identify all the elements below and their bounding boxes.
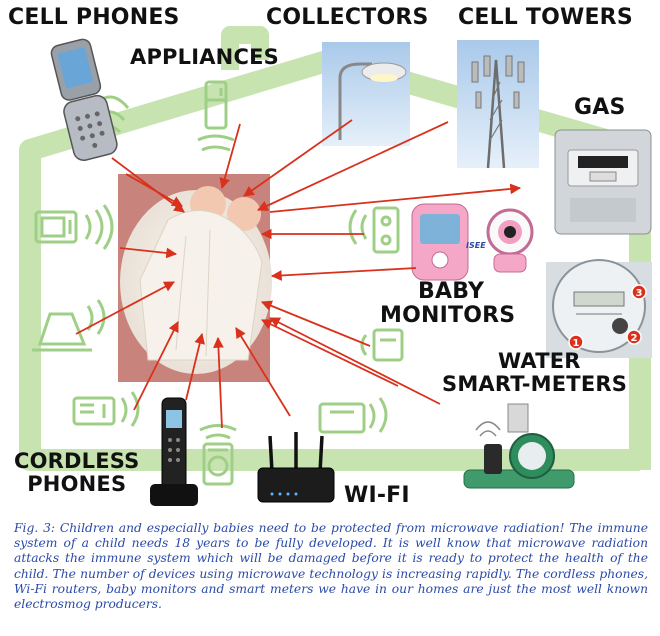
electric-smart-meter-image: 3 2 1 — [546, 259, 652, 358]
meter-marker-3-label: 3 — [636, 288, 643, 299]
label-cell-towers: CELL TOWERS — [458, 5, 633, 30]
water-smart-meter-image — [463, 403, 575, 489]
fridge-icon — [204, 80, 228, 130]
meter-marker-1-label: 1 — [573, 338, 580, 349]
meter-marker-1 — [568, 334, 584, 350]
label-wifi: WI-FI — [344, 483, 410, 508]
label-collectors: COLLECTORS — [266, 5, 429, 30]
meter-marker-2-label: 2 — [631, 333, 638, 344]
washer-icon — [202, 442, 234, 486]
laptop-icon — [32, 312, 92, 352]
figure-caption: Fig. 3: Children and especially babies n… — [14, 521, 648, 612]
baby-monitor-image: ISEE — [411, 203, 534, 281]
collector-image — [322, 42, 410, 146]
monitor-brand-text: ISEE — [466, 241, 486, 250]
cordless-phone-image — [150, 397, 198, 506]
cell-phone-image — [50, 38, 118, 162]
diagram: 3 2 1 ISEE — [8, 5, 652, 508]
meter-marker-3 — [631, 284, 647, 300]
diagram-canvas: 3 2 1 ISEE — [19, 26, 652, 506]
label-water-smart-meters: WATER SMART-METERS — [442, 349, 628, 397]
signal-waves-icon — [368, 397, 388, 433]
label-cell-phones: CELL PHONES — [8, 5, 180, 30]
signal-waves-icon — [84, 204, 114, 250]
wifi-router-image — [257, 432, 335, 503]
label-baby-monitors-line2: MONITORS — [380, 303, 516, 329]
label-cordless-line1: CORDLESS — [14, 449, 140, 473]
gas-meter-image — [554, 129, 652, 235]
signal-waves-icon — [348, 209, 368, 245]
label-cordless-line2: PHONES — [27, 472, 127, 497]
signal-waves-icon — [120, 391, 140, 427]
cell-tower-image — [457, 40, 539, 169]
label-water-line2: SMART-METERS — [442, 372, 628, 397]
radiation-arrows — [75, 119, 522, 429]
meter-marker-2 — [626, 329, 642, 345]
thermostat-icon — [72, 396, 116, 426]
outlet-icon — [372, 206, 400, 254]
dryer-icon — [318, 402, 366, 434]
label-baby-monitors: BABY MONITORS — [380, 279, 516, 329]
label-baby-monitors-line1: BABY — [418, 279, 485, 304]
signal-waves-icon — [86, 299, 106, 335]
smart-display-icon — [372, 328, 404, 362]
label-appliances: APPLIANCES — [130, 45, 279, 69]
signal-waves-icon — [197, 134, 235, 152]
signal-waves-icon — [199, 424, 237, 440]
babies-photo — [118, 174, 272, 382]
label-water-line1: WATER — [498, 349, 581, 373]
microwave-icon — [34, 210, 78, 244]
signal-waves-icon — [360, 334, 368, 356]
label-cordless-phones: CORDLESS PHONES — [14, 449, 140, 497]
label-gas: GAS — [574, 95, 626, 120]
